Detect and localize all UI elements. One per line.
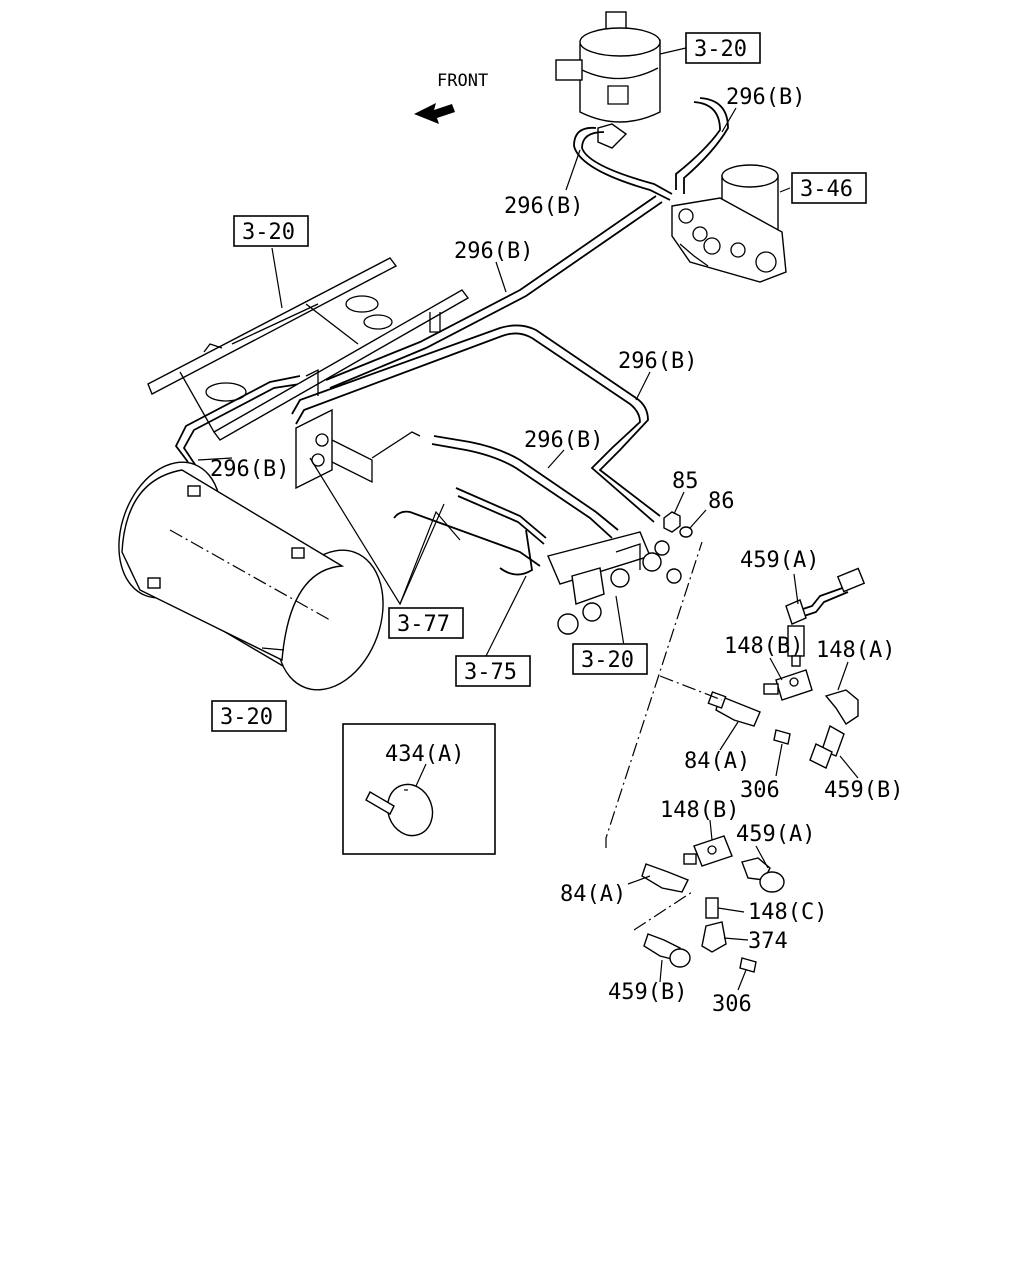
ref-label-3-77: 3-77 — [397, 612, 450, 637]
callout-296b-left-pipe: 296(B) — [210, 457, 289, 482]
callout-296b-dryer-hose: 296(B) — [504, 194, 583, 219]
ref-label-3-46: 3-46 — [800, 177, 853, 202]
reference-boxes: 3-20 3-46 3-20 3-77 3-75 3-20 3-20 — [211, 32, 867, 732]
pressure-switch-459a-upper — [785, 567, 866, 667]
callout-306-upper: 306 — [740, 778, 780, 803]
callout-148c: 148(C) — [748, 900, 827, 925]
callout-459a-upper: 459(A) — [740, 548, 819, 573]
part-callouts: 296(B) 296(B) 296(B) 296(B) 296(B) 296(B… — [210, 85, 903, 1017]
callout-296b-long-pipe: 296(B) — [454, 239, 533, 264]
callout-296b-mid-pipe: 296(B) — [524, 428, 603, 453]
front-arrow-icon — [414, 103, 455, 124]
callout-459b-lower: 459(B) — [608, 980, 687, 1005]
nut-and-washer — [663, 511, 693, 538]
ref-label-3-20-valve: 3-20 — [581, 648, 634, 673]
air-dryer-assembly — [671, 164, 787, 283]
callout-434a: 434(A) — [385, 742, 464, 767]
clamp-detail-inset — [342, 723, 496, 855]
ref-label-3-20-frame: 3-20 — [242, 220, 295, 245]
ref-box-3-20-frame — [233, 215, 309, 247]
air-dryer-top — [555, 11, 661, 149]
ref-label-3-20-top: 3-20 — [694, 37, 747, 62]
callout-459b-upper: 459(B) — [824, 778, 903, 803]
leader-lines — [197, 47, 859, 991]
callout-296b-upper-right: 296(B) — [726, 85, 805, 110]
ref-box-3-20-tank — [211, 700, 287, 732]
callout-459a-lower: 459(A) — [736, 822, 815, 847]
callout-148b-upper: 148(B) — [724, 634, 803, 659]
callout-148b-lower: 148(B) — [660, 798, 739, 823]
ref-label-3-20-tank: 3-20 — [220, 705, 273, 730]
ref-box-3-46 — [791, 172, 867, 204]
ref-box-3-20-valve — [572, 643, 648, 675]
callout-306-lower: 306 — [712, 992, 752, 1017]
callout-84a-upper: 84(A) — [684, 749, 750, 774]
ref-box-3-75 — [455, 655, 531, 687]
callout-296b-loop-pipe: 296(B) — [618, 349, 697, 374]
ref-box-3-77 — [388, 607, 464, 639]
callout-84a-lower: 84(A) — [560, 882, 626, 907]
fitting-group-upper — [659, 669, 859, 769]
front-direction-indicator: FRONT — [414, 71, 488, 124]
ref-box-3-20-top — [685, 32, 761, 64]
callout-374: 374 — [748, 929, 788, 954]
frame-crossmember — [147, 257, 470, 441]
callout-85: 85 — [672, 469, 699, 494]
air-pipes — [174, 97, 729, 576]
air-tank — [118, 461, 384, 691]
front-label: FRONT — [437, 71, 488, 91]
callout-86: 86 — [708, 489, 735, 514]
ref-label-3-75: 3-75 — [464, 660, 517, 685]
bracket-and-valves — [295, 408, 682, 635]
callout-148a: 148(A) — [816, 638, 895, 663]
fitting-group-lower — [605, 541, 785, 973]
